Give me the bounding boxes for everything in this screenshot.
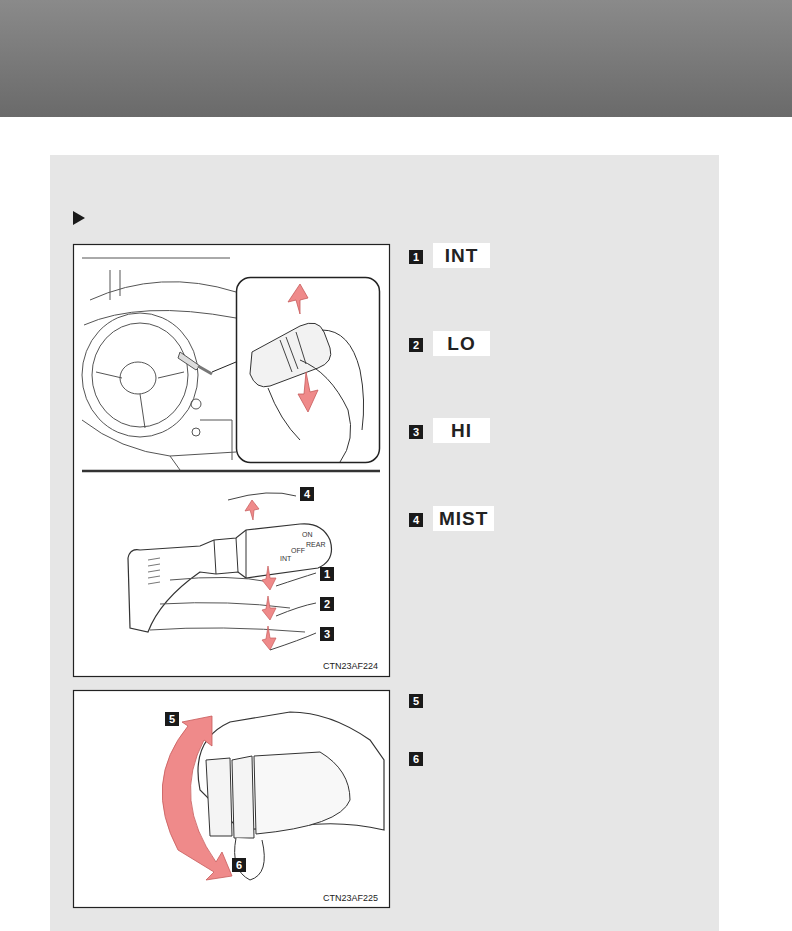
callout-number: 5 bbox=[409, 694, 423, 708]
move-arrow bbox=[288, 284, 308, 314]
position-line bbox=[228, 493, 296, 500]
lever-marking: INT bbox=[280, 555, 291, 562]
figure-frame bbox=[74, 691, 390, 908]
detail-inset bbox=[237, 278, 380, 463]
callout-number: 5 bbox=[165, 712, 179, 726]
leader-line bbox=[212, 362, 236, 372]
dashboard-sketch bbox=[82, 258, 236, 470]
header-bar bbox=[0, 0, 792, 117]
lever-marking: ON bbox=[302, 531, 313, 538]
figure-code: CTN23AF224 bbox=[323, 662, 378, 671]
position-line bbox=[270, 573, 316, 650]
callout-number: 3 bbox=[409, 425, 423, 439]
mode-label: LO bbox=[433, 331, 490, 356]
lever-detail bbox=[250, 323, 364, 462]
callout-number: 4 bbox=[409, 513, 423, 527]
callout-number: 3 bbox=[320, 627, 334, 641]
mode-label: HI bbox=[433, 418, 490, 443]
callout-number: 2 bbox=[320, 597, 334, 611]
lever-marking: OFF bbox=[291, 547, 305, 554]
move-arrow bbox=[262, 626, 276, 650]
callout-number: 6 bbox=[409, 752, 423, 766]
callout-number: 2 bbox=[409, 338, 423, 352]
callout-number: 1 bbox=[320, 567, 334, 581]
lever-marking: REAR bbox=[306, 541, 325, 548]
move-arrow bbox=[262, 566, 276, 590]
mode-label: INT bbox=[433, 243, 490, 268]
content-panel bbox=[50, 155, 719, 931]
callout-number: 6 bbox=[232, 858, 246, 872]
move-arrow bbox=[262, 596, 276, 620]
separator-line bbox=[82, 470, 380, 473]
rotate-arrow bbox=[162, 716, 232, 880]
figure-code: CTN23AF225 bbox=[323, 894, 378, 903]
callout-number: 4 bbox=[300, 487, 314, 501]
figure-frame bbox=[74, 245, 390, 677]
move-arrow bbox=[298, 372, 318, 412]
mode-label: MIST bbox=[433, 506, 494, 531]
bullet-triangle bbox=[73, 211, 85, 225]
move-arrow bbox=[245, 500, 259, 520]
callout-number: 1 bbox=[409, 250, 423, 264]
